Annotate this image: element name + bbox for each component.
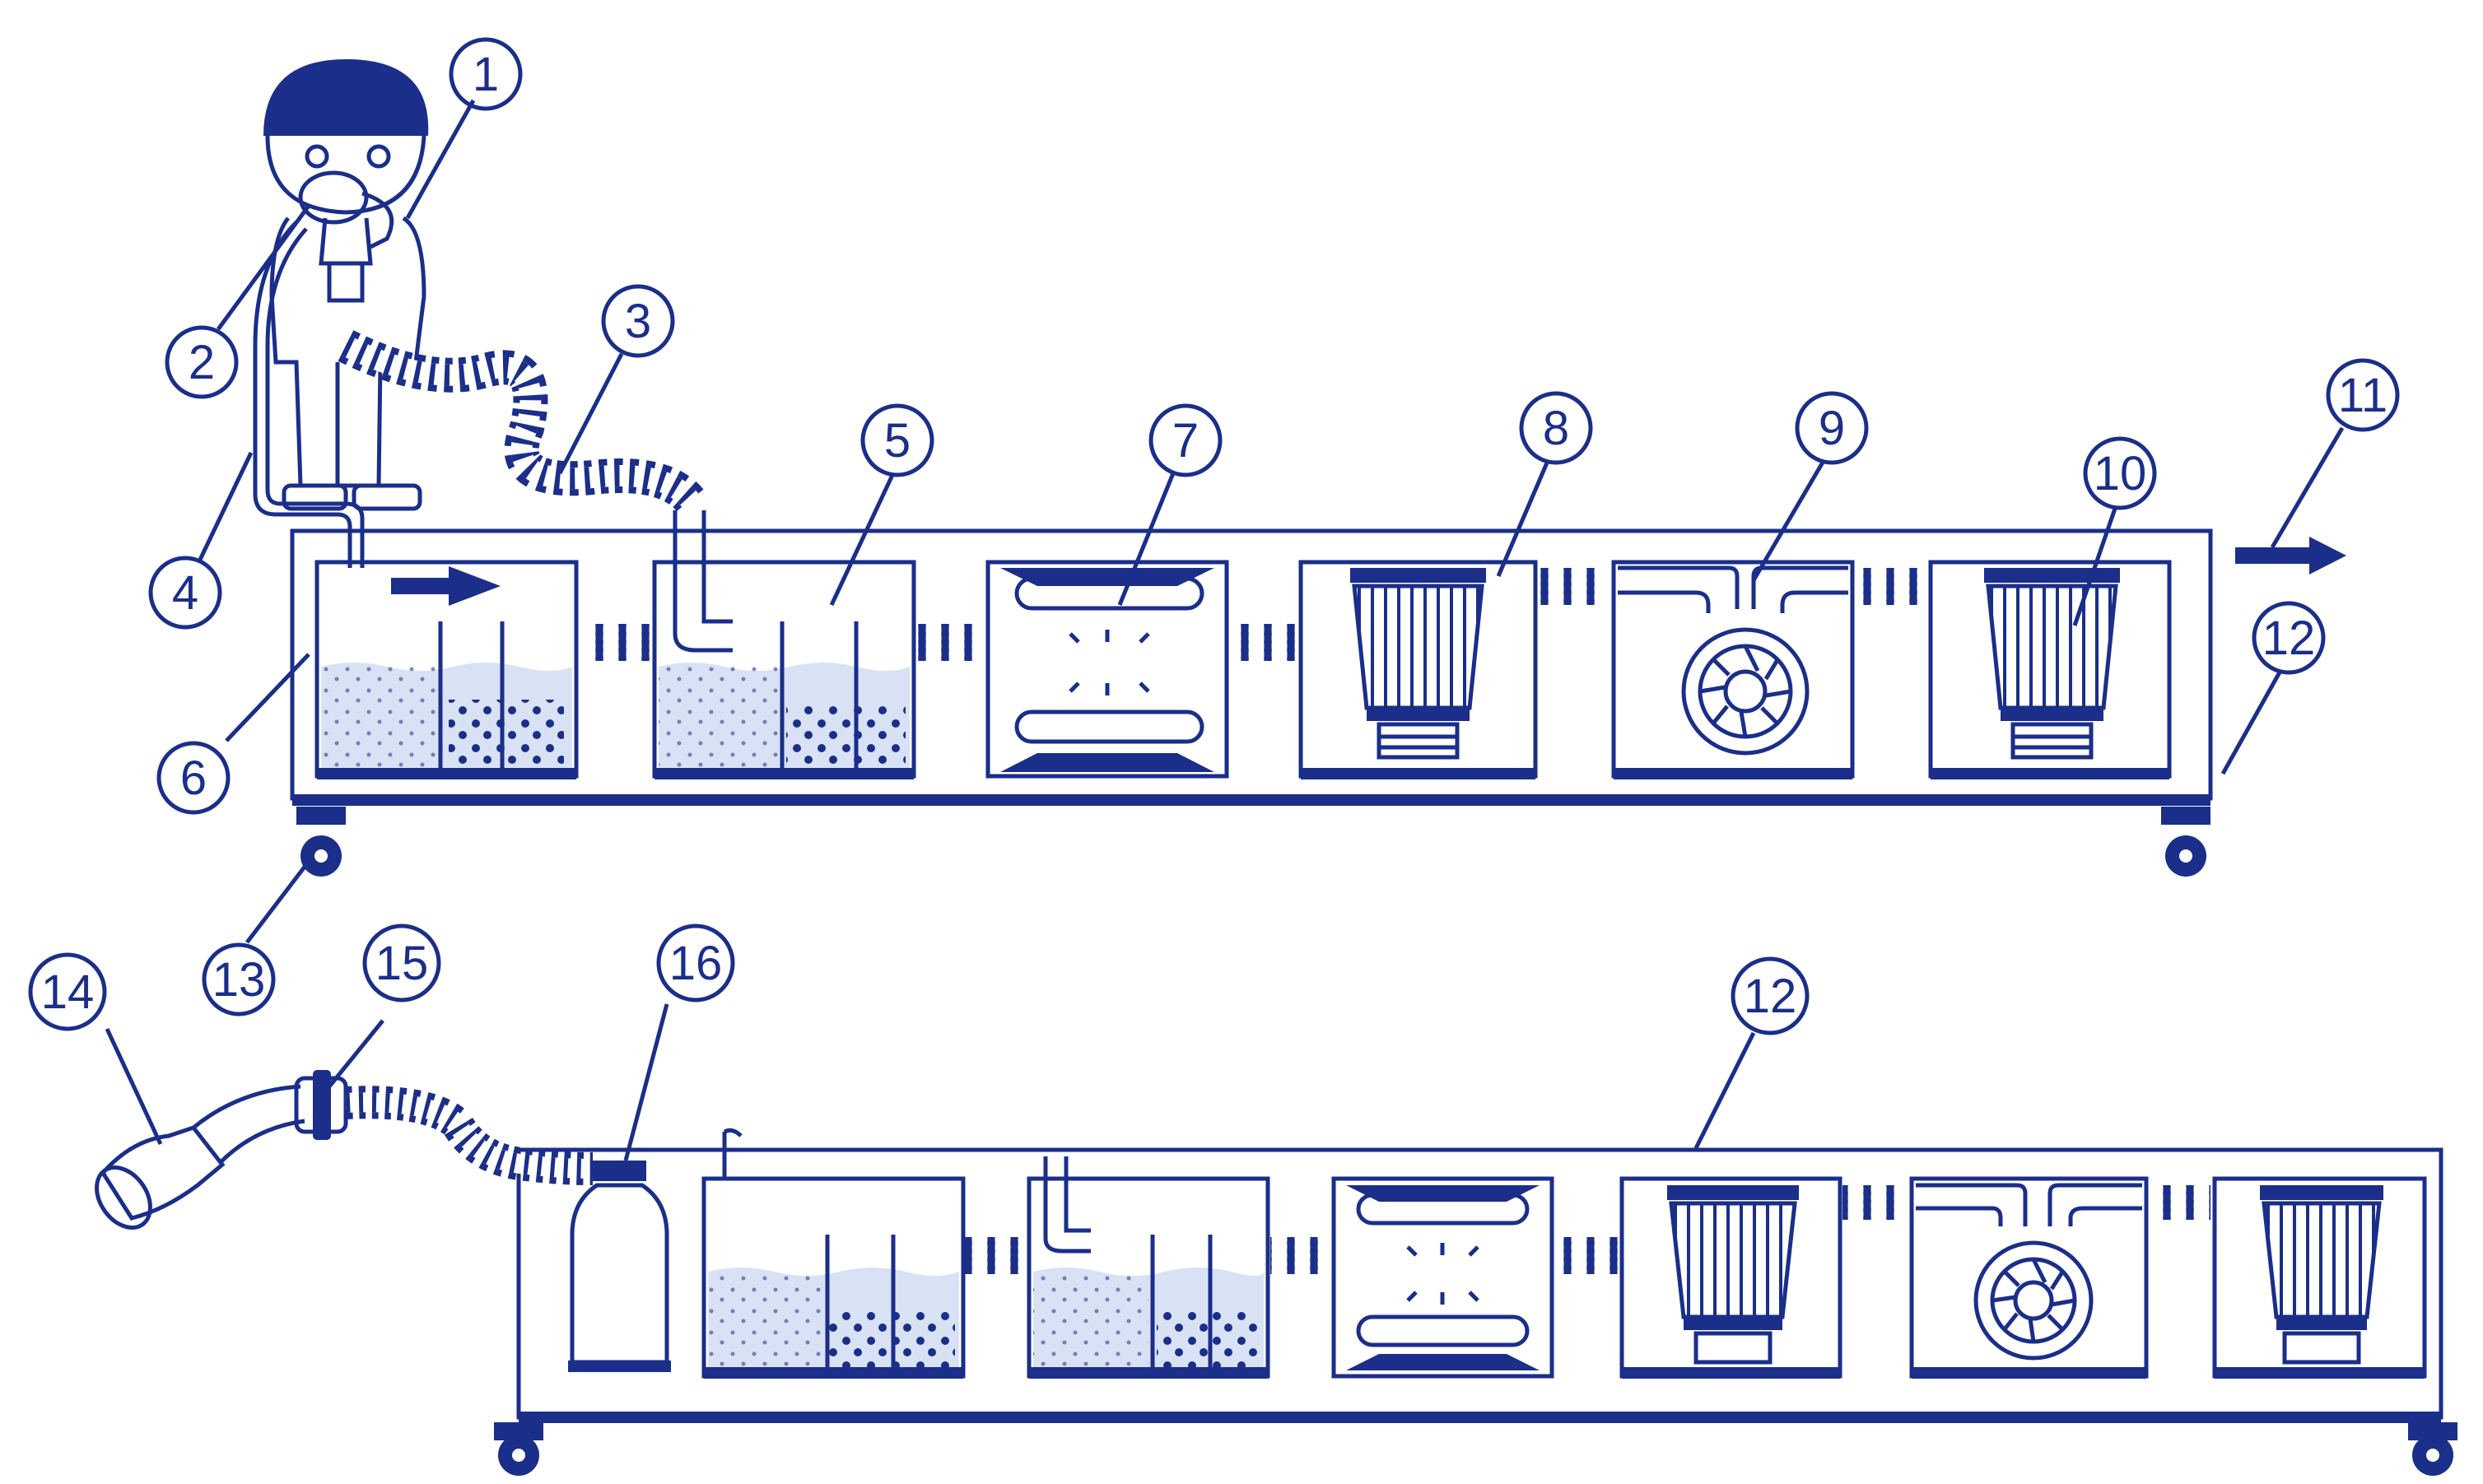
- callout-label: 11: [2338, 369, 2388, 422]
- callout-3: 3: [601, 284, 675, 358]
- sample-tube: [253, 221, 352, 568]
- callout-6: 6: [156, 741, 231, 815]
- coil-joint: [1554, 1237, 1619, 1274]
- caster-wheel-icon: [2161, 807, 2210, 877]
- coil-joint: [1270, 1237, 1330, 1274]
- tube-chamber-icon: [985, 560, 1229, 779]
- callout-label: 12: [2262, 612, 2316, 665]
- callout-label: 3: [625, 295, 651, 348]
- callout-label: 2: [189, 336, 215, 389]
- coil-joint: [965, 1237, 1027, 1274]
- callout-label: 6: [180, 751, 207, 805]
- callout-10: 10: [2083, 436, 2157, 510]
- callout-label: 14: [41, 965, 95, 1019]
- wash-tank-icon: [314, 560, 579, 779]
- leader-lines: [105, 99, 2345, 1161]
- callout-4: 4: [148, 556, 222, 630]
- callout-16: 16: [656, 923, 735, 1003]
- caster-wheel-icon: [2408, 1422, 2457, 1476]
- tube-chamber-icon: [1331, 1176, 1554, 1379]
- cartridge-filter-icon: [1298, 560, 1538, 779]
- cartridge-filter-icon: [1928, 560, 2172, 779]
- coil-joint: [2149, 1185, 2210, 1220]
- callout-7: 7: [1148, 403, 1223, 477]
- callout-14: 14: [28, 952, 107, 1031]
- callout-label: 15: [375, 937, 429, 990]
- callout-label: 10: [2094, 447, 2147, 500]
- wash-tank-icon: [1027, 1156, 1270, 1379]
- coil-joint: [1231, 624, 1297, 661]
- wash-tank-icon: [701, 1128, 966, 1379]
- callout-label: 9: [1819, 402, 1845, 455]
- callout-15: 15: [362, 923, 441, 1003]
- callout-label: 1: [473, 48, 499, 101]
- person-figure-icon: [263, 58, 429, 511]
- outlet-arrow-icon: [2235, 537, 2346, 575]
- callout-9: 9: [1795, 391, 1869, 465]
- turbine-pump-icon: [1909, 1176, 2149, 1379]
- callout-label: 12: [1744, 970, 1797, 1023]
- breathing-mask-icon: [298, 170, 394, 303]
- callout-label: 5: [884, 414, 911, 468]
- callout-label: 4: [172, 566, 198, 620]
- coil-joint: [1855, 568, 1921, 605]
- callout-label: 8: [1543, 402, 1569, 455]
- coil-joint: [580, 624, 650, 661]
- callout-1: 1: [449, 37, 523, 111]
- callout-2: 2: [165, 325, 239, 399]
- coil-joint: [1842, 1185, 1908, 1220]
- top-cabinet: [290, 528, 2213, 801]
- callout-label: 13: [212, 953, 266, 1007]
- caster-wheel-icon: [494, 1422, 543, 1476]
- callout-12: 12: [2252, 601, 2326, 675]
- callout-13: 13: [202, 942, 276, 1016]
- cartridge-filter-icon: [2212, 1176, 2427, 1379]
- callout-label: 16: [669, 937, 723, 990]
- callout-5: 5: [860, 403, 934, 477]
- caster-wheel-icon: [296, 807, 346, 877]
- bottom-unit: [95, 1070, 2457, 1476]
- wash-tank-icon: [652, 510, 916, 779]
- top-unit: [253, 58, 2346, 877]
- flow-arrow-icon: [391, 566, 501, 606]
- cartridge-filter-icon: [1619, 1176, 1842, 1379]
- coil-joint: [915, 624, 981, 661]
- turbine-pump-icon: [1611, 560, 1855, 779]
- callout-label: 7: [1172, 414, 1199, 468]
- coil-joint: [1538, 568, 1604, 605]
- suction-funnel-icon: [95, 1084, 305, 1230]
- inline-filter-icon: [294, 1070, 348, 1140]
- gas-cylinder-icon: [568, 1161, 671, 1372]
- callout-11: 11: [2326, 358, 2400, 432]
- callout-8: 8: [1519, 391, 1593, 465]
- callout-12-bottom: 12: [1731, 956, 1810, 1035]
